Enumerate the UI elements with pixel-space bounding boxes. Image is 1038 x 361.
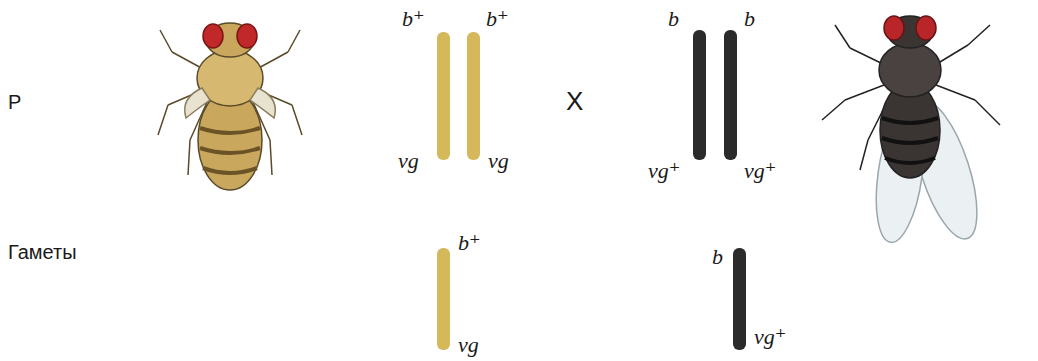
- allele-label: vg⁺: [744, 160, 776, 182]
- allele-label: b: [744, 8, 755, 30]
- chromosome: [724, 30, 737, 160]
- allele-label: vg⁺: [648, 160, 680, 182]
- allele-label: b⁺: [458, 232, 481, 254]
- chromosome: [693, 30, 706, 160]
- cross-sign: X: [566, 88, 583, 114]
- allele-label: b⁺: [486, 8, 509, 30]
- chromosome: [467, 32, 480, 160]
- allele-label: b⁺: [402, 8, 425, 30]
- allele-label: vg: [458, 334, 479, 356]
- allele-label: vg: [398, 150, 419, 172]
- chromosome: [437, 32, 450, 160]
- row-label: Гаметы: [8, 242, 77, 262]
- chromosome: [437, 248, 450, 350]
- allele-label: b: [712, 246, 723, 268]
- chromosome: [733, 248, 746, 350]
- allele-label: vg⁺: [754, 326, 786, 348]
- wild-type-fly: [822, 16, 1000, 246]
- allele-label: b: [668, 8, 679, 30]
- vestigial-fly: [158, 23, 302, 190]
- allele-label: vg: [488, 150, 509, 172]
- generation-label: P: [8, 92, 21, 112]
